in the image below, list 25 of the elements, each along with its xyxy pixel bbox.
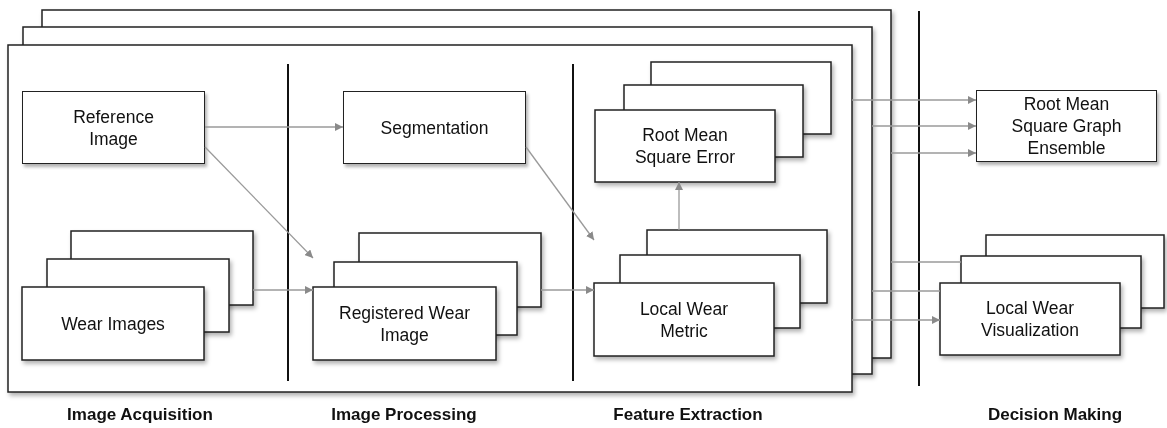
section-heading: Image Processing: [331, 405, 477, 425]
box-label: Root Mean Square Graph Ensemble: [1010, 93, 1123, 159]
arrow: [675, 181, 683, 231]
arrow: [204, 146, 314, 259]
section-heading: Feature Extraction: [613, 405, 763, 425]
box-label: Wear Images: [61, 312, 165, 335]
arrow: [540, 286, 595, 294]
arrow: [252, 286, 314, 294]
box-label: Local Wear Metric: [638, 297, 730, 342]
box-label: Reference Image: [72, 105, 155, 150]
arrow: [851, 316, 941, 324]
section-heading: Image Acquisition: [67, 405, 213, 425]
arrow: [871, 122, 977, 130]
process-box: [976, 90, 1157, 162]
box-label: Local Wear Visualization: [980, 297, 1080, 341]
arrow: [525, 146, 595, 241]
box-label: Registered Wear Image: [338, 301, 471, 346]
arrow: [890, 149, 977, 157]
process-box: [22, 91, 205, 164]
section-heading: Decision Making: [987, 405, 1123, 425]
arrow: [204, 123, 344, 131]
box-label: Segmentation: [380, 116, 489, 139]
process-box: [343, 91, 526, 164]
box-label: Root Mean Square Error: [633, 124, 737, 168]
arrow: [851, 96, 977, 104]
